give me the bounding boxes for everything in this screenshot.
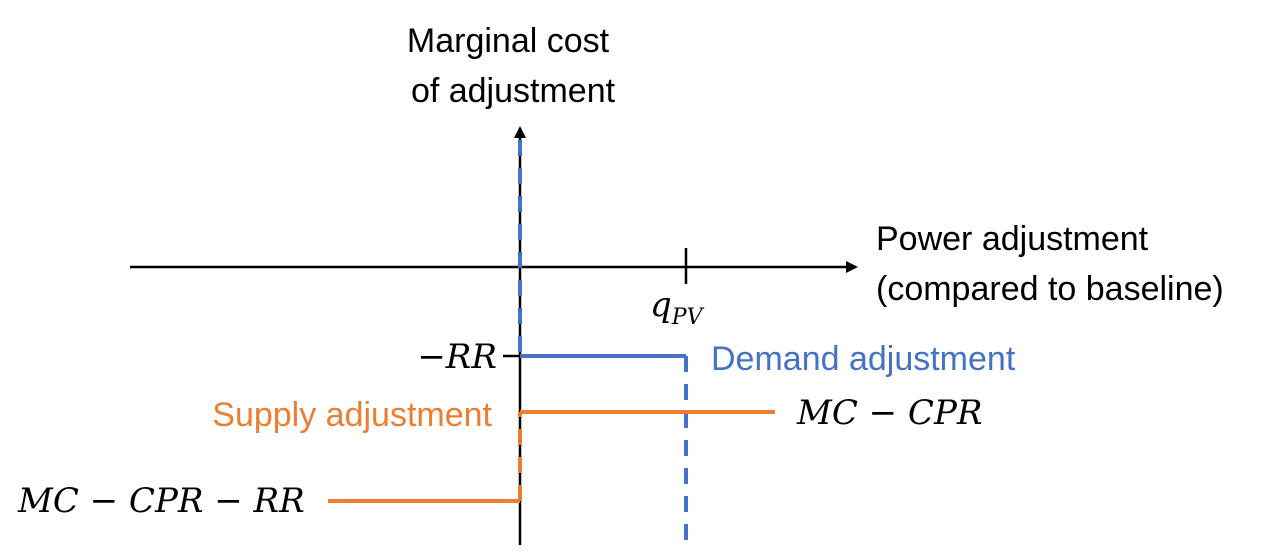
supply-adjustment-label: Supply adjustment [212, 396, 492, 434]
q-pv-label: qPV [650, 285, 705, 330]
mc-cpr-rr-label: MC − CPR − RR [17, 481, 305, 521]
y-axis-label-line2: of adjustment [411, 72, 616, 110]
y-axis-label-line1: Marginal cost [407, 22, 610, 60]
mc-cpr-label: MC − CPR [796, 393, 982, 433]
q-pv-subscript: PV [671, 305, 705, 330]
x-axis-label-line1: Power adjustment [876, 220, 1149, 258]
rr-label: −RR [417, 337, 497, 377]
q-pv-base: q [650, 285, 672, 325]
demand-adjustment-label: Demand adjustment [711, 340, 1016, 378]
x-axis-label-line2: (compared to baseline) [876, 270, 1224, 308]
